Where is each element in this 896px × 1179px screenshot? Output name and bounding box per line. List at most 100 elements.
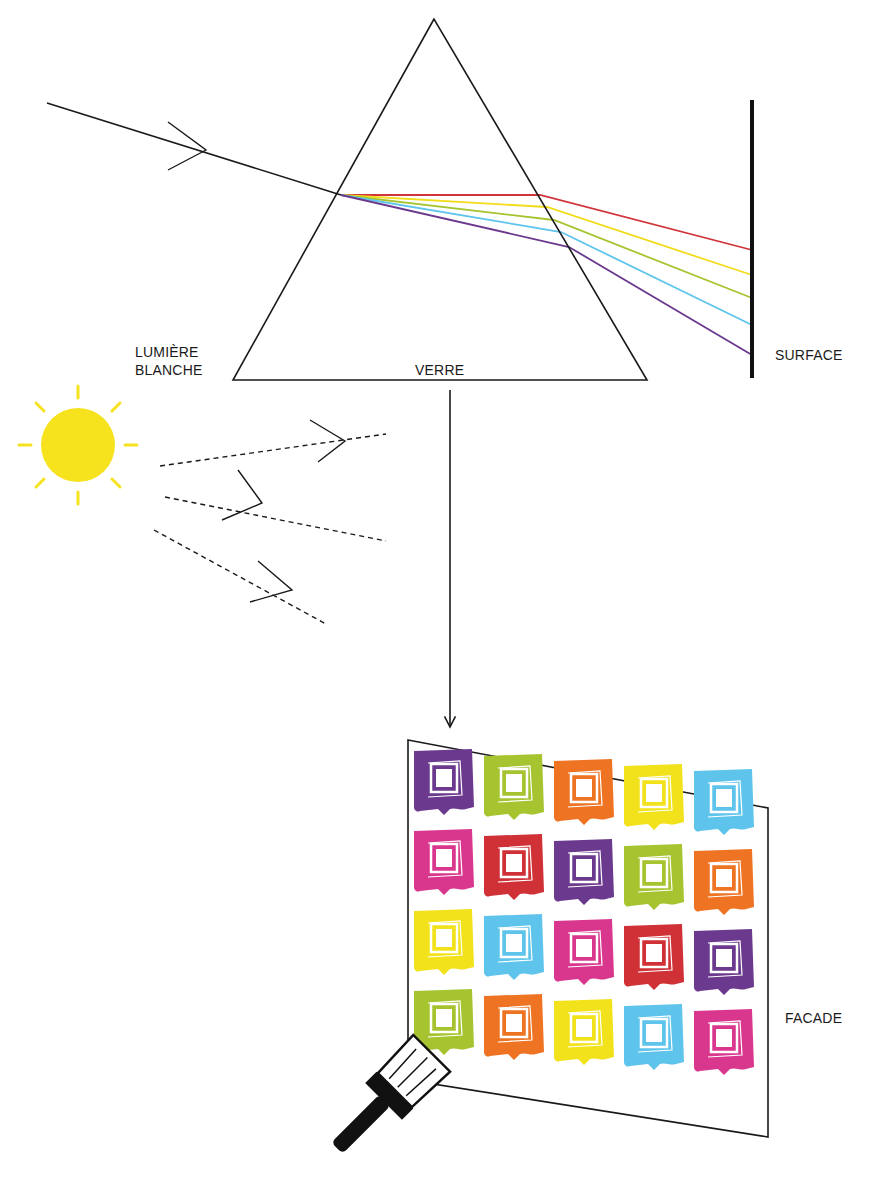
facade-node: FACADE: [405, 735, 850, 1147]
window-frame: [501, 929, 527, 957]
window-pane: [646, 864, 662, 882]
facade-wall: [408, 740, 768, 1137]
paint-patch: [624, 1004, 684, 1070]
paint-patch: [484, 994, 544, 1060]
paint-patch: [554, 919, 614, 985]
window-tile: [414, 829, 474, 895]
window-pane: [436, 1009, 452, 1027]
glass-prism: [233, 19, 647, 380]
paint-patch: [484, 834, 544, 900]
window-tile: [694, 929, 754, 995]
paint-patch: [694, 1009, 754, 1075]
window-tile: [554, 839, 614, 905]
window-outline: [498, 1006, 532, 1042]
paint-brush: [319, 1035, 451, 1167]
window-frame: [571, 854, 597, 882]
window-tile: [554, 919, 614, 985]
window-outline: [428, 841, 462, 877]
window-tile: [624, 764, 684, 830]
paint-patch: [554, 839, 614, 905]
window-pane: [576, 939, 592, 957]
window-frame: [571, 934, 597, 962]
paint-patch: [694, 929, 754, 995]
paint-patch: [624, 844, 684, 910]
arrow-shaft: [449, 390, 451, 727]
material-label: VERRE: [415, 361, 464, 379]
window-pane: [716, 869, 732, 887]
drawing-part: [36, 403, 44, 411]
window-frame: [431, 924, 457, 952]
window-pane: [716, 1029, 732, 1047]
sun-rays: [19, 386, 137, 504]
window-outline: [638, 1016, 672, 1052]
window-frame: [641, 859, 667, 887]
drawing-part: [19, 444, 31, 447]
sun-symbol: [19, 386, 137, 504]
window-outline: [638, 856, 672, 892]
window-outline: [498, 846, 532, 882]
window-pane: [576, 859, 592, 877]
window-outline: [708, 861, 742, 897]
window-outline: [568, 771, 602, 807]
drawing-part: [250, 561, 292, 602]
paint-patch: [414, 829, 474, 895]
facade-label: FACADE: [785, 1009, 842, 1027]
sunlight-rays: [154, 420, 386, 624]
window-tile: [624, 924, 684, 990]
window-tile: [624, 1004, 684, 1070]
paint-patch: [414, 749, 474, 815]
window-frame: [571, 1014, 597, 1042]
window-frame: [501, 1009, 527, 1037]
window-pane: [716, 949, 732, 967]
brush-bristles: [377, 1035, 451, 1109]
window-outline: [498, 926, 532, 962]
bristle-lines: [388, 1048, 437, 1097]
window-outline: [428, 921, 462, 957]
surface-line: [750, 100, 754, 378]
window-outline: [568, 931, 602, 967]
window-pane: [436, 929, 452, 947]
window-pane: [436, 849, 452, 867]
light-ray: [47, 103, 341, 195]
window-pane: [506, 774, 522, 792]
paint-patch: [624, 924, 684, 990]
window-frame: [501, 849, 527, 877]
window-tile: [484, 754, 544, 820]
window-frame: [711, 1024, 737, 1052]
drawing-part: [77, 492, 80, 504]
drawing-part: [165, 497, 386, 541]
window-outline: [498, 766, 532, 802]
window-tile: [484, 834, 544, 900]
window-pane: [436, 769, 452, 787]
window-frame: [711, 864, 737, 892]
window-pane: [646, 944, 662, 962]
window-frame: [711, 944, 737, 972]
drawing-part: [154, 530, 326, 624]
window-pane: [716, 789, 732, 807]
window-frame: [641, 1019, 667, 1047]
window-outline: [568, 851, 602, 887]
window-pane: [506, 1014, 522, 1032]
drawing-part: [77, 386, 80, 398]
paint-patch: [694, 769, 754, 835]
window-frame: [431, 764, 457, 792]
window-frame: [501, 769, 527, 797]
window-outline: [638, 776, 672, 812]
window-tile: [624, 844, 684, 910]
window-tile: [414, 909, 474, 975]
ray-arrow: [168, 122, 206, 170]
window-outline: [708, 941, 742, 977]
window-tile: [554, 759, 614, 825]
window-tile: [694, 769, 754, 835]
window-tile: [484, 994, 544, 1060]
window-outline: [428, 761, 462, 797]
paint-patch: [694, 849, 754, 915]
window-pane: [646, 1024, 662, 1042]
window-pane: [576, 1019, 592, 1037]
paint-patch: [414, 909, 474, 975]
drawing-part: [125, 444, 137, 447]
window-frame: [641, 779, 667, 807]
window-outline: [568, 1011, 602, 1047]
window-outline: [708, 781, 742, 817]
prism-node-shape: [232, 18, 648, 382]
